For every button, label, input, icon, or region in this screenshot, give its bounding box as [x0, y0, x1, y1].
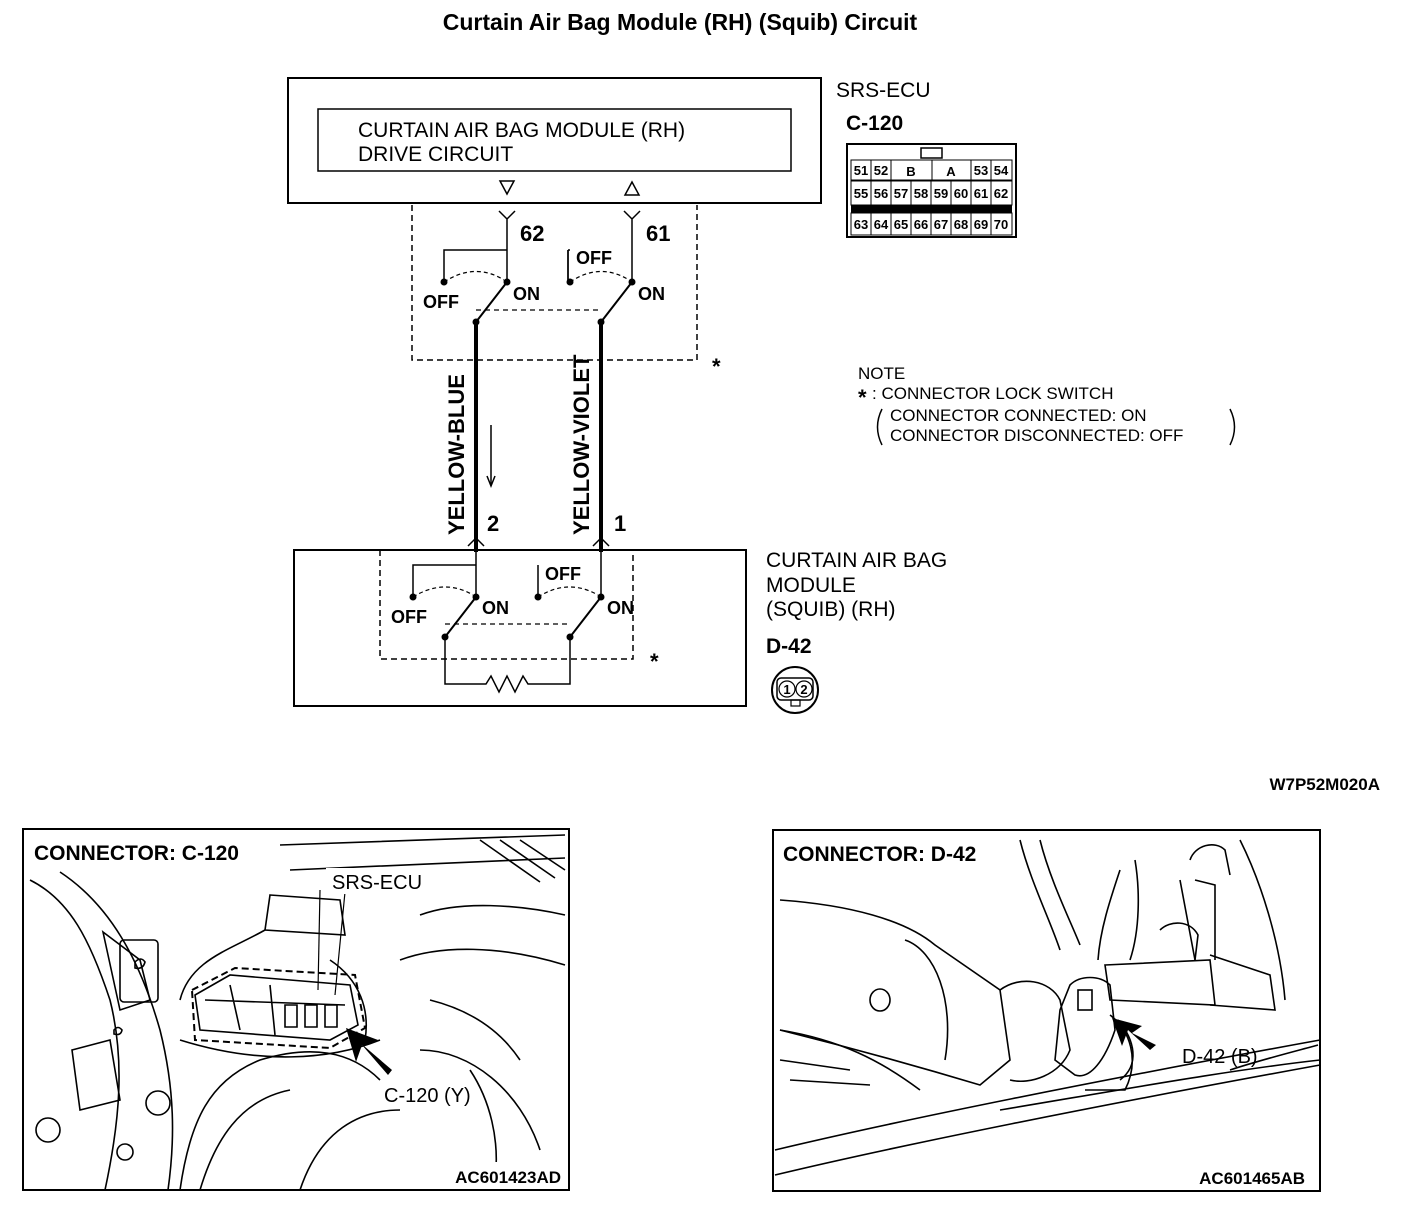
module-sw2-on: ON — [607, 598, 634, 618]
pin-61-terminal — [623, 210, 641, 282]
photo-left-code: AC601423AD — [455, 1168, 561, 1187]
cell-56: 56 — [874, 186, 888, 201]
note-star: * — [858, 385, 867, 410]
cell-54: 54 — [994, 163, 1009, 178]
module-sw2-off: OFF — [545, 564, 581, 584]
drive-circuit-box — [317, 108, 792, 172]
cell-58: 58 — [914, 186, 928, 201]
current-direction-arrow-icon — [486, 425, 496, 489]
cell-65: 65 — [894, 217, 908, 232]
module-label-line1: CURTAIN AIR BAG — [766, 549, 947, 572]
ecu-sw1-off: OFF — [423, 292, 459, 312]
module-sw1-off: OFF — [391, 607, 427, 627]
note-cond1: CONNECTOR CONNECTED: ON — [890, 406, 1147, 425]
c120-arrow-icon — [346, 1028, 392, 1075]
cell-70: 70 — [994, 217, 1008, 232]
d42-connector-face: 1 2 — [771, 666, 819, 714]
d42-pin-1: 1 — [783, 682, 790, 697]
pin-62-label: 62 — [520, 221, 544, 246]
photo-right-title: CONNECTOR: D-42 — [783, 843, 976, 866]
cell-61: 61 — [974, 186, 988, 201]
module-pin-2-terminal — [467, 536, 485, 547]
cell-52: 52 — [874, 163, 888, 178]
diagram-code: W7P52M020A — [1269, 775, 1380, 794]
drive-circuit-line1: CURTAIN AIR BAG MODULE (RH) — [358, 119, 685, 142]
photo-right-conn-label: D-42 (B) — [1182, 1046, 1258, 1068]
cell-62: 62 — [994, 186, 1008, 201]
photo-left-title: CONNECTOR: C-120 — [34, 842, 239, 865]
cell-53: 53 — [974, 163, 988, 178]
d42-arrow-icon — [1112, 1018, 1156, 1050]
note-heading: NOTE — [858, 364, 905, 383]
cell-60: 60 — [954, 186, 968, 201]
module-label-line2: MODULE — [766, 574, 856, 597]
output-triangle-icon — [498, 180, 516, 196]
c120-label: C-120 — [846, 112, 903, 135]
d42-pin-2: 2 — [800, 682, 807, 697]
wire-yellow-violet-label: YELLOW-VIOLET — [569, 354, 594, 535]
cell-66: 66 — [914, 217, 928, 232]
d42-label: D-42 — [766, 635, 812, 658]
photo-left-conn-label: C-120 (Y) — [384, 1085, 471, 1107]
ecu-sw2-on: ON — [638, 284, 665, 304]
cell-51: 51 — [854, 163, 868, 178]
note-item: : CONNECTOR LOCK SWITCH — [872, 384, 1113, 403]
cell-57: 57 — [894, 186, 908, 201]
pin-61-label: 61 — [646, 221, 670, 246]
module-pin-2-label: 2 — [487, 511, 499, 536]
photo-c120: CONNECTOR: C-120 SRS-ECU C-120 (Y) AC601… — [22, 828, 570, 1191]
input-triangle-icon — [623, 180, 641, 196]
cell-59: 59 — [934, 186, 948, 201]
squib-resistor-icon — [444, 637, 571, 694]
photo-left-ecu-label: SRS-ECU — [332, 872, 422, 894]
cell-b: B — [906, 164, 915, 179]
module-label-line3: (SQUIB) (RH) — [766, 598, 896, 621]
cell-67: 67 — [934, 217, 948, 232]
c120-connector-face: 51 52 B A 53 54 55 56 57 58 59 60 61 62 … — [846, 143, 1017, 238]
ecu-sw2-off: OFF — [576, 248, 612, 268]
cell-64: 64 — [874, 217, 889, 232]
module-sw1-on: ON — [482, 598, 509, 618]
photo-d42: CONNECTOR: D-42 D-42 (B) AC601465AB — [772, 829, 1321, 1192]
ecu-asterisk: * — [712, 354, 721, 379]
wire-yellow-blue-label: YELLOW-BLUE — [444, 374, 469, 535]
photo-right-code: AC601465AB — [1199, 1169, 1305, 1188]
diagram-title: Curtain Air Bag Module (RH) (Squib) Circ… — [443, 9, 918, 35]
module-lock-switch-area — [379, 550, 634, 660]
srs-ecu-label: SRS-ECU — [836, 79, 931, 102]
module-pin-1-terminal — [592, 536, 610, 547]
module-box — [293, 549, 747, 707]
cell-69: 69 — [974, 217, 988, 232]
cell-68: 68 — [954, 217, 968, 232]
module-pin-1-label: 1 — [614, 511, 626, 536]
cell-63: 63 — [854, 217, 868, 232]
cell-55: 55 — [854, 186, 868, 201]
srs-ecu-box — [287, 77, 822, 204]
module-asterisk: * — [650, 649, 659, 674]
cell-a: A — [946, 164, 956, 179]
pin-62-terminal — [498, 210, 516, 282]
ecu-sw1-on: ON — [513, 284, 540, 304]
note-cond2: CONNECTOR DISCONNECTED: OFF — [890, 426, 1183, 445]
drive-circuit-line2: DRIVE CIRCUIT — [358, 143, 513, 166]
